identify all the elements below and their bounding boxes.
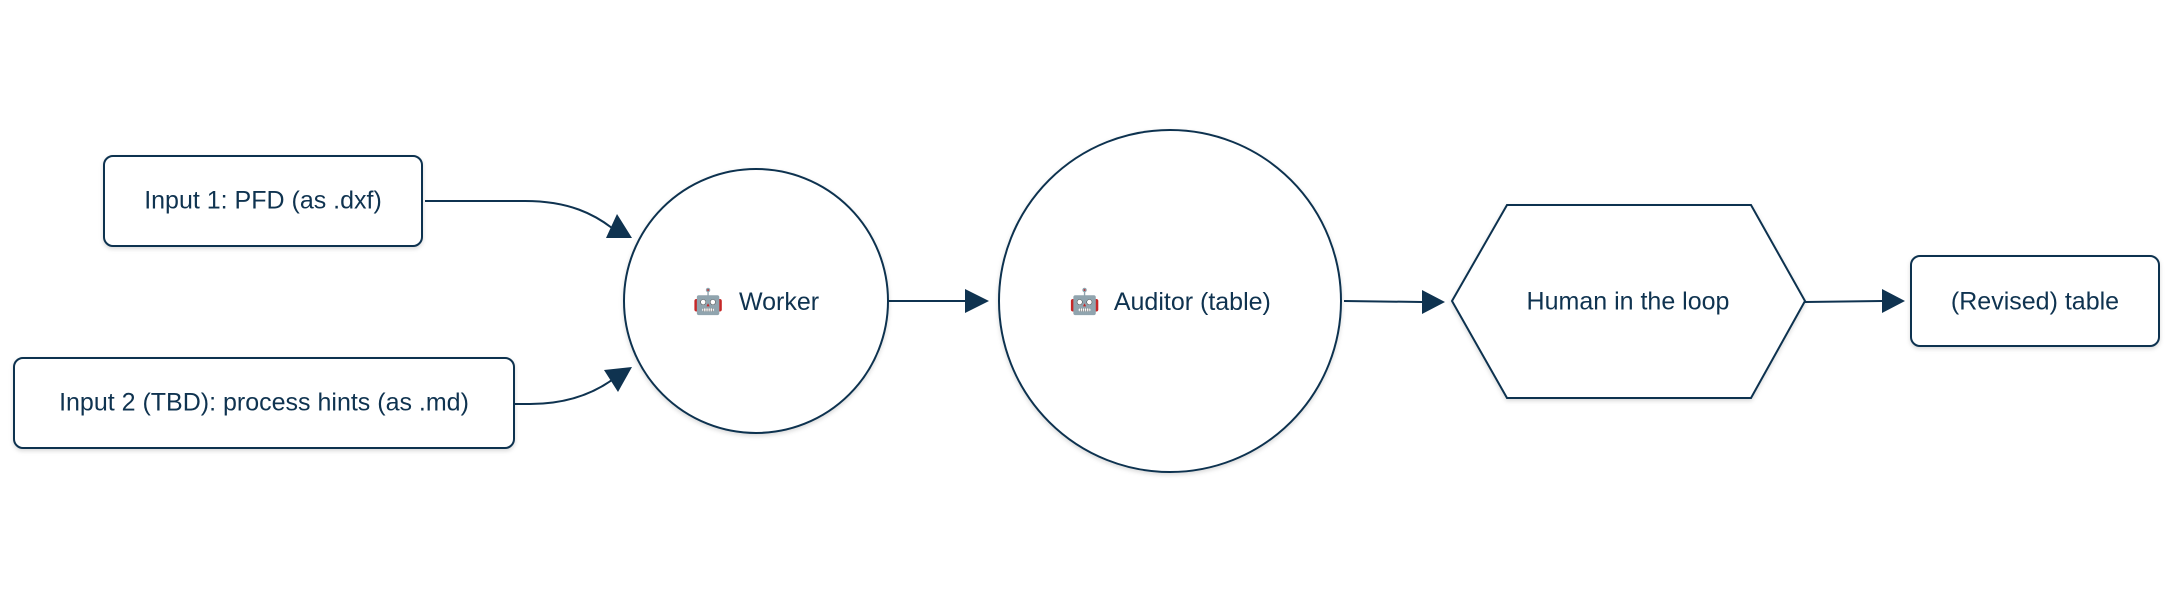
auditor-label: 🤖 Auditor (table)	[1069, 287, 1271, 316]
auditor-circle	[998, 129, 1342, 473]
node-input2[interactable]: Input 2 (TBD): process hints (as .md)	[13, 357, 515, 449]
edge-auditor-to-human	[1343, 300, 1423, 303]
human-label: Human in the loop	[1527, 288, 1730, 316]
robot-icon: 🤖	[1069, 287, 1100, 316]
revised-label: (Revised) table	[1951, 288, 2119, 316]
edge-input1-to-worker	[425, 200, 613, 229]
human-hexagon	[1450, 204, 1807, 399]
worker-label: 🤖 Worker	[693, 287, 819, 316]
node-input1[interactable]: Input 1: PFD (as .dxf)	[103, 155, 423, 247]
input2-box	[13, 357, 515, 449]
input1-label: Input 1: PFD (as .dxf)	[144, 187, 382, 215]
robot-icon: 🤖	[693, 287, 724, 316]
input2-label: Input 2 (TBD): process hints (as .md)	[59, 389, 469, 417]
worker-circle	[623, 168, 889, 434]
revised-box	[1910, 255, 2160, 347]
input1-box	[103, 155, 423, 247]
edges	[425, 200, 1905, 405]
arrowhead-human-to-revised	[1882, 289, 1905, 313]
arrowhead-input1-to-worker	[606, 214, 632, 238]
arrowhead-worker-to-auditor	[965, 289, 989, 313]
worker-text: Worker	[739, 288, 819, 316]
edge-human-to-revised	[1804, 300, 1883, 303]
auditor-text: Auditor (table)	[1114, 288, 1271, 316]
node-worker[interactable]: 🤖 Worker	[623, 168, 889, 434]
arrowhead-input2-to-worker	[604, 367, 632, 392]
edge-input2-to-worker	[515, 379, 613, 405]
arrowhead-auditor-to-human	[1422, 290, 1445, 314]
node-human[interactable]: Human in the loop	[1450, 204, 1807, 399]
node-revised[interactable]: (Revised) table	[1910, 255, 2160, 347]
node-auditor[interactable]: 🤖 Auditor (table)	[998, 129, 1342, 473]
